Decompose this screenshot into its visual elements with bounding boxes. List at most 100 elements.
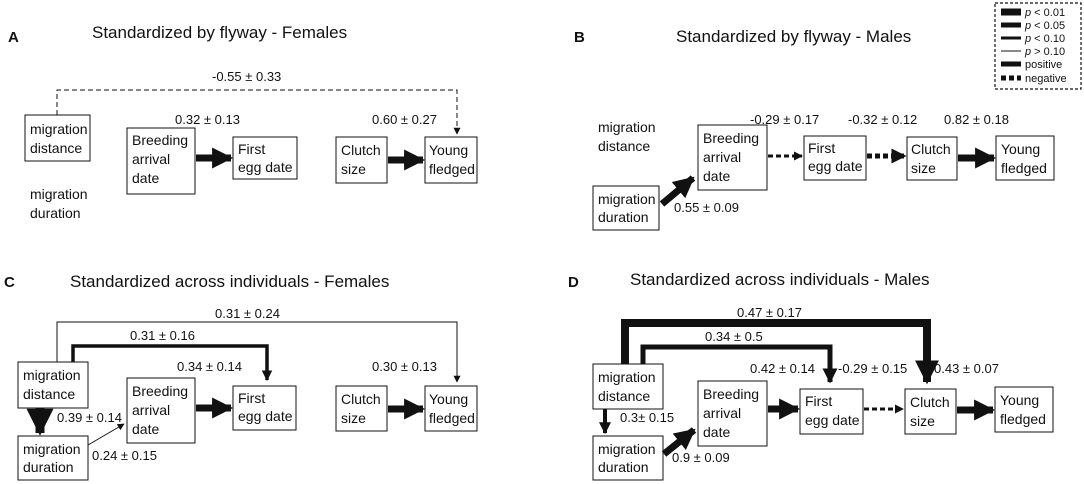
svg-text:size: size <box>341 161 366 177</box>
panel-letter: A <box>8 29 19 46</box>
coef-distance-to-egg: 0.31 ± 0.16 <box>130 328 195 343</box>
panel-letter: B <box>574 29 585 46</box>
svg-text:migration: migration <box>23 367 81 383</box>
svg-text:egg date: egg date <box>238 159 293 175</box>
coef-egg-to-clutch: -0.32 ± 0.12 <box>848 112 917 127</box>
coef-egg-to-clutch: -0.29 ± 0.15 <box>838 361 907 376</box>
svg-text:arrival: arrival <box>132 402 170 418</box>
svg-text:First: First <box>805 393 832 409</box>
node-migration-duration: migration duration <box>17 435 89 481</box>
legend-label-pgt010: p > 0.10 <box>1024 46 1065 58</box>
coef-breeding-to-egg: 0.34 ± 0.14 <box>177 359 242 374</box>
node-migration-distance: migration distance <box>24 114 91 162</box>
coef-breeding-to-egg: -0.29 ± 0.17 <box>750 112 819 127</box>
svg-text:Breeding: Breeding <box>703 386 759 402</box>
coef-clutch-to-young: 0.43 ± 0.07 <box>934 361 999 376</box>
node-migration-duration: migration duration <box>592 435 664 481</box>
node-clutch-size: Clutch size <box>904 388 957 435</box>
edge-distance-to-egg <box>640 344 838 384</box>
coef-distance-to-young: -0.55 ± 0.33 <box>212 69 281 84</box>
edge-distance-to-young <box>56 89 461 135</box>
legend: p < 0.01 p < 0.05 p < 0.10 p > 0.10 posi… <box>994 2 1082 90</box>
node-breeding-arrival-date: Breeding arrival date <box>697 124 768 191</box>
svg-text:First: First <box>808 140 835 156</box>
coef-breeding-to-egg: 0.32 ± 0.13 <box>175 112 240 127</box>
node-breeding-arrival-date: Breeding arrival date <box>126 377 196 444</box>
svg-text:egg date: egg date <box>238 408 293 424</box>
svg-text:date: date <box>132 170 159 186</box>
svg-text:migration: migration <box>598 119 656 135</box>
coef-distance-to-clutch: 0.47 ± 0.17 <box>737 305 802 320</box>
node-clutch-size: Clutch size <box>906 136 958 181</box>
node-first-egg-date: First egg date <box>799 388 864 435</box>
coef-distance-to-young: 0.31 ± 0.24 <box>215 306 280 321</box>
legend-box <box>994 2 1082 90</box>
edge-duration-to-breeding <box>87 423 125 446</box>
svg-text:Clutch: Clutch <box>341 391 381 407</box>
legend-label-negative: negative <box>1025 73 1067 85</box>
svg-text:First: First <box>238 390 265 406</box>
coef-clutch-to-young: 0.60 ± 0.27 <box>372 112 437 127</box>
svg-text:Clutch: Clutch <box>910 394 950 410</box>
svg-text:First: First <box>238 141 265 157</box>
legend-label-p010: p < 0.10 <box>1024 33 1065 45</box>
svg-text:duration: duration <box>598 209 649 225</box>
svg-text:distance: distance <box>598 138 650 154</box>
svg-text:Clutch: Clutch <box>911 141 951 157</box>
legend-label-p005: p < 0.05 <box>1024 20 1065 32</box>
panel-title: Standardized across individuals - Female… <box>70 272 389 291</box>
coef-breeding-to-egg: 0.42 ± 0.14 <box>750 361 815 376</box>
panel-b: B Standardized by flyway - Males migrati… <box>574 27 1055 231</box>
panel-title: Standardized by flyway - Males <box>676 27 911 46</box>
node-first-egg-date: First egg date <box>232 385 297 431</box>
svg-text:distance: distance <box>23 386 75 402</box>
node-migration-distance: migration distance <box>17 361 89 409</box>
svg-text:arrival: arrival <box>703 405 741 421</box>
svg-text:size: size <box>341 410 366 426</box>
svg-text:migration: migration <box>30 121 88 137</box>
svg-text:Young: Young <box>1000 392 1039 408</box>
svg-text:size: size <box>910 413 935 429</box>
svg-text:Young: Young <box>429 391 468 407</box>
coef-duration-to-breeding: 0.9 ± 0.09 <box>672 450 730 465</box>
node-clutch-size: Clutch size <box>335 136 388 184</box>
panel-c: C Standardized across individuals - Fema… <box>4 272 478 481</box>
node-young-fledged: Young fledged <box>995 135 1055 181</box>
svg-text:duration: duration <box>598 459 649 475</box>
svg-text:egg date: egg date <box>808 158 863 174</box>
svg-text:date: date <box>703 424 730 440</box>
svg-text:Young: Young <box>429 142 468 158</box>
panel-title: Standardized by flyway - Females <box>92 23 347 42</box>
edge-duration-to-breeding <box>659 175 696 207</box>
svg-text:Breeding: Breeding <box>703 130 759 146</box>
svg-text:Young: Young <box>1001 141 1040 157</box>
panel-title: Standardized across individuals - Males <box>630 270 930 289</box>
node-breeding-arrival-date: Breeding arrival date <box>697 380 768 447</box>
svg-text:fledged: fledged <box>429 161 475 177</box>
svg-text:duration: duration <box>23 459 74 475</box>
coef-duration-to-breeding: 0.55 ± 0.09 <box>674 200 739 215</box>
svg-text:arrival: arrival <box>132 151 170 167</box>
node-young-fledged: Young fledged <box>424 136 478 184</box>
coef-duration-to-breeding: 0.24 ± 0.15 <box>92 448 157 463</box>
node-migration-distance: migration distance <box>592 363 664 410</box>
node-first-egg-date: First egg date <box>803 135 867 181</box>
svg-text:distance: distance <box>598 388 650 404</box>
svg-text:migration: migration <box>598 369 656 385</box>
edge-distance-to-young <box>56 321 461 383</box>
node-migration-duration: migration duration <box>592 185 660 231</box>
svg-text:Breeding: Breeding <box>132 383 188 399</box>
svg-text:size: size <box>911 160 936 176</box>
svg-text:arrival: arrival <box>703 149 741 165</box>
edge-duration-to-breeding <box>661 427 697 457</box>
coef-clutch-to-young: 0.82 ± 0.18 <box>944 112 1009 127</box>
edge-distance-to-clutch <box>621 319 939 385</box>
node-young-fledged: Young fledged <box>994 386 1054 433</box>
coef-clutch-to-young: 0.30 ± 0.13 <box>372 359 437 374</box>
node-breeding-arrival-date: Breeding arrival date <box>126 127 196 195</box>
svg-text:Clutch: Clutch <box>341 142 381 158</box>
svg-text:migration: migration <box>598 441 656 457</box>
legend-label-positive: positive <box>1025 59 1062 71</box>
panel-a: A Standardized by flyway - Females migra… <box>8 23 478 221</box>
